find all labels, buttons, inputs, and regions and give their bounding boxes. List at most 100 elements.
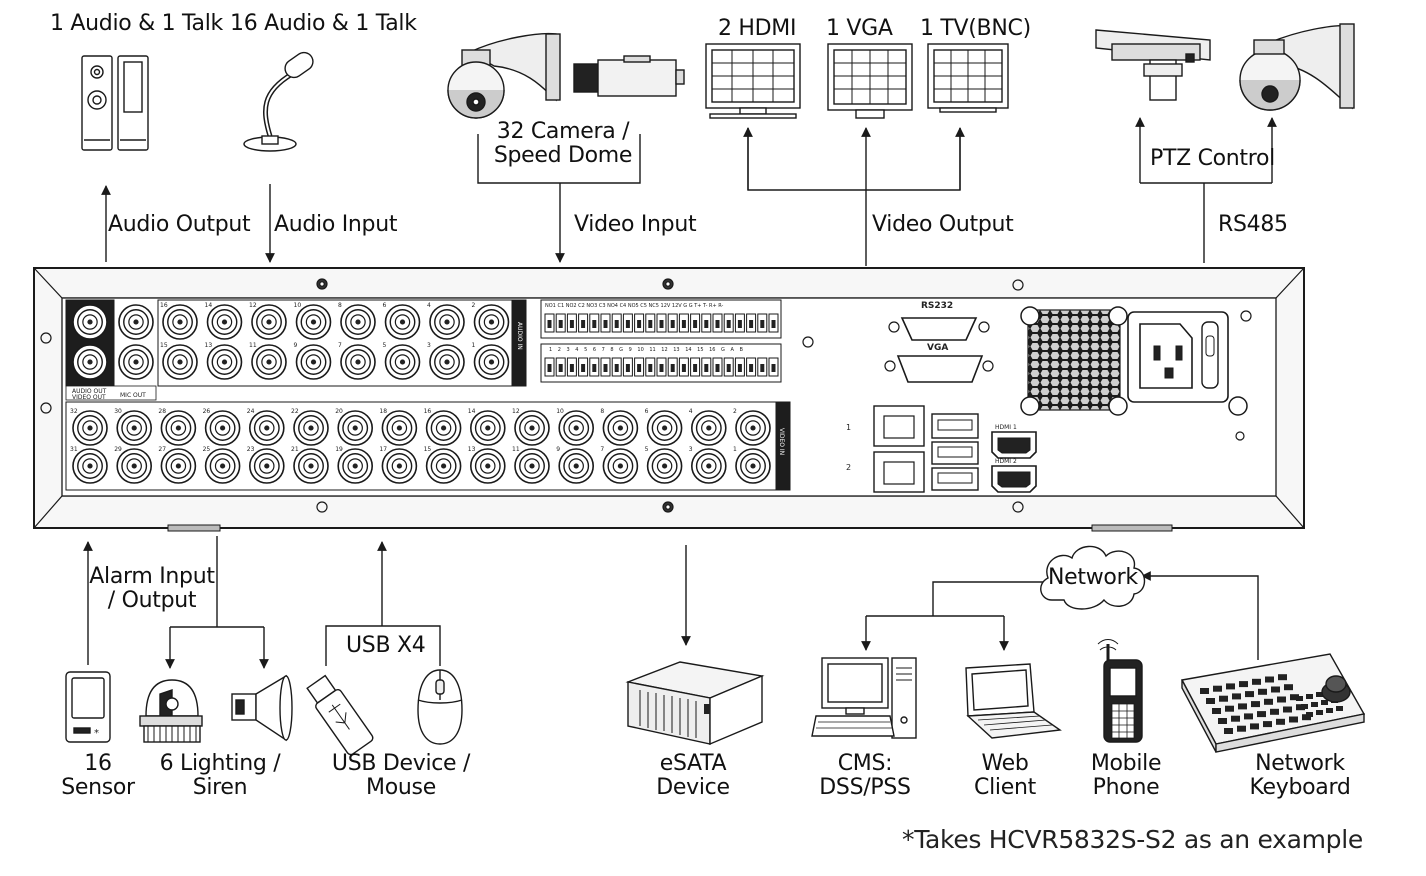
mobile-label-line1: Mobile — [1090, 751, 1162, 776]
video-in-connector: 18 — [379, 408, 418, 446]
audio-in-connector: 4 — [427, 302, 465, 340]
sensor-icon: * — [65, 671, 111, 743]
laptop-icon — [965, 663, 1062, 739]
keyboard-key — [1264, 698, 1273, 705]
audio-in-connector: 13 — [205, 342, 243, 380]
audio-in-connector: 3 — [427, 342, 465, 380]
keyboard-key — [1245, 691, 1254, 698]
video-out-tag: VIDEO OUT — [72, 394, 106, 401]
camera-bracket — [477, 134, 641, 184]
spare-connector — [118, 304, 154, 340]
box-camera-icon — [573, 55, 685, 97]
terminal-hole — [771, 320, 776, 328]
port-number: 17 — [379, 446, 387, 453]
keyboard-key — [1277, 696, 1286, 703]
svg-text:*: * — [94, 728, 99, 739]
video-in-connector: 15 — [424, 446, 462, 484]
port-number: 16 — [424, 408, 432, 415]
keyboard-key — [1316, 692, 1323, 697]
port-number: 30 — [114, 408, 122, 415]
video-in-connector: 17 — [379, 446, 418, 484]
port-number: 14 — [205, 302, 213, 309]
video-in-connector: 4 — [689, 408, 727, 446]
keyboard-key — [1239, 681, 1248, 688]
keyboard-key — [1270, 708, 1279, 715]
port-number: 25 — [203, 446, 211, 453]
mobile-phone-icon — [1097, 639, 1143, 743]
port-number: 11 — [512, 446, 520, 453]
keyboard-key — [1276, 718, 1285, 725]
keyboard-key — [1212, 708, 1221, 714]
terminal-hole — [737, 320, 742, 328]
video-in-connector: 10 — [556, 408, 595, 446]
footnote: *Takes HCVR5832S-S2 as an example — [902, 825, 1363, 854]
port-number: 2 — [733, 408, 737, 415]
keyboard-key — [1252, 678, 1261, 685]
connector-lines-top — [101, 117, 1277, 266]
vga-output-label: 1 VGA — [826, 16, 893, 41]
port-number: 22 — [291, 408, 299, 415]
port-number: 23 — [247, 446, 255, 453]
terminal-hole — [737, 364, 742, 372]
video-in-connector: 1 — [733, 446, 771, 484]
keyboard-key — [1290, 694, 1299, 701]
terminal-hole — [603, 320, 608, 328]
hdmi-label: 2 HDMI — [718, 16, 797, 41]
audio-in-count-label: 16 Audio & 1 Talk — [230, 11, 417, 36]
port-number: 24 — [247, 408, 255, 415]
keyboard-key — [1311, 702, 1318, 707]
port-number: 12 — [249, 302, 257, 309]
video-in-connector: 2 — [733, 408, 771, 446]
video-in-tag: VIDEO IN — [778, 428, 785, 455]
keyboard-line — [1141, 571, 1259, 660]
mobile-label-line2: Phone — [1092, 775, 1160, 800]
port-number: 19 — [335, 446, 343, 453]
web-label-line2: Client — [974, 775, 1036, 800]
mic-tag: MIC OUT — [120, 392, 146, 399]
panel-text: RS232 VGA AUDIO OUT VIDEO OUT MIC OUT HD… — [72, 301, 1017, 472]
video-in-connector: 14 — [468, 408, 506, 446]
web-label-line1: Web — [981, 751, 1029, 776]
port-number: 7 — [338, 342, 342, 349]
keyboard-key — [1226, 683, 1235, 690]
usb-device-label-line1: USB Device / — [331, 751, 471, 776]
terminal-hole — [726, 364, 731, 372]
terminal-hole — [592, 320, 597, 328]
port-number: 7 — [600, 446, 604, 453]
terminal-hole — [581, 364, 586, 372]
terminal-hole — [749, 320, 754, 328]
port-number: 8 — [600, 408, 604, 415]
usb-x4-label: USB X4 — [346, 633, 426, 658]
keyboard-key — [1250, 723, 1259, 730]
audio-in-connector: 1 — [472, 342, 510, 380]
network-label: Network — [1048, 565, 1138, 590]
terminal-hole — [659, 364, 664, 372]
port-number: 11 — [249, 342, 257, 349]
video-in-connector: 21 — [291, 446, 329, 484]
keyboard-key — [1278, 674, 1287, 681]
audio-in-connector: 6 — [383, 302, 421, 340]
hdmi2-tag: HDMI 2 — [995, 458, 1017, 465]
port-number: 31 — [70, 446, 78, 453]
monitor-icons — [705, 43, 1009, 119]
cms-computer-icon — [811, 657, 917, 739]
lighting-label-line2: Siren — [192, 775, 248, 800]
terminal-hole — [547, 364, 552, 372]
port-number: 12 — [512, 408, 520, 415]
keyboard-key — [1336, 706, 1343, 711]
port-number: 15 — [160, 342, 168, 349]
terminal-hole — [592, 364, 597, 372]
terminal-hole — [569, 320, 574, 328]
audio-in-connector: 10 — [294, 302, 332, 340]
keyboard-key — [1306, 712, 1313, 717]
lan2-tag: 2 — [846, 463, 851, 472]
audio-out-count-label: 1 Audio & 1 Talk — [50, 11, 223, 36]
port-number: 28 — [158, 408, 166, 415]
terminal-hole — [670, 320, 675, 328]
panel-screws — [40, 278, 1252, 513]
keyboard-key — [1289, 716, 1298, 723]
audio-out-connector — [72, 304, 108, 340]
port-number: 9 — [556, 446, 560, 453]
